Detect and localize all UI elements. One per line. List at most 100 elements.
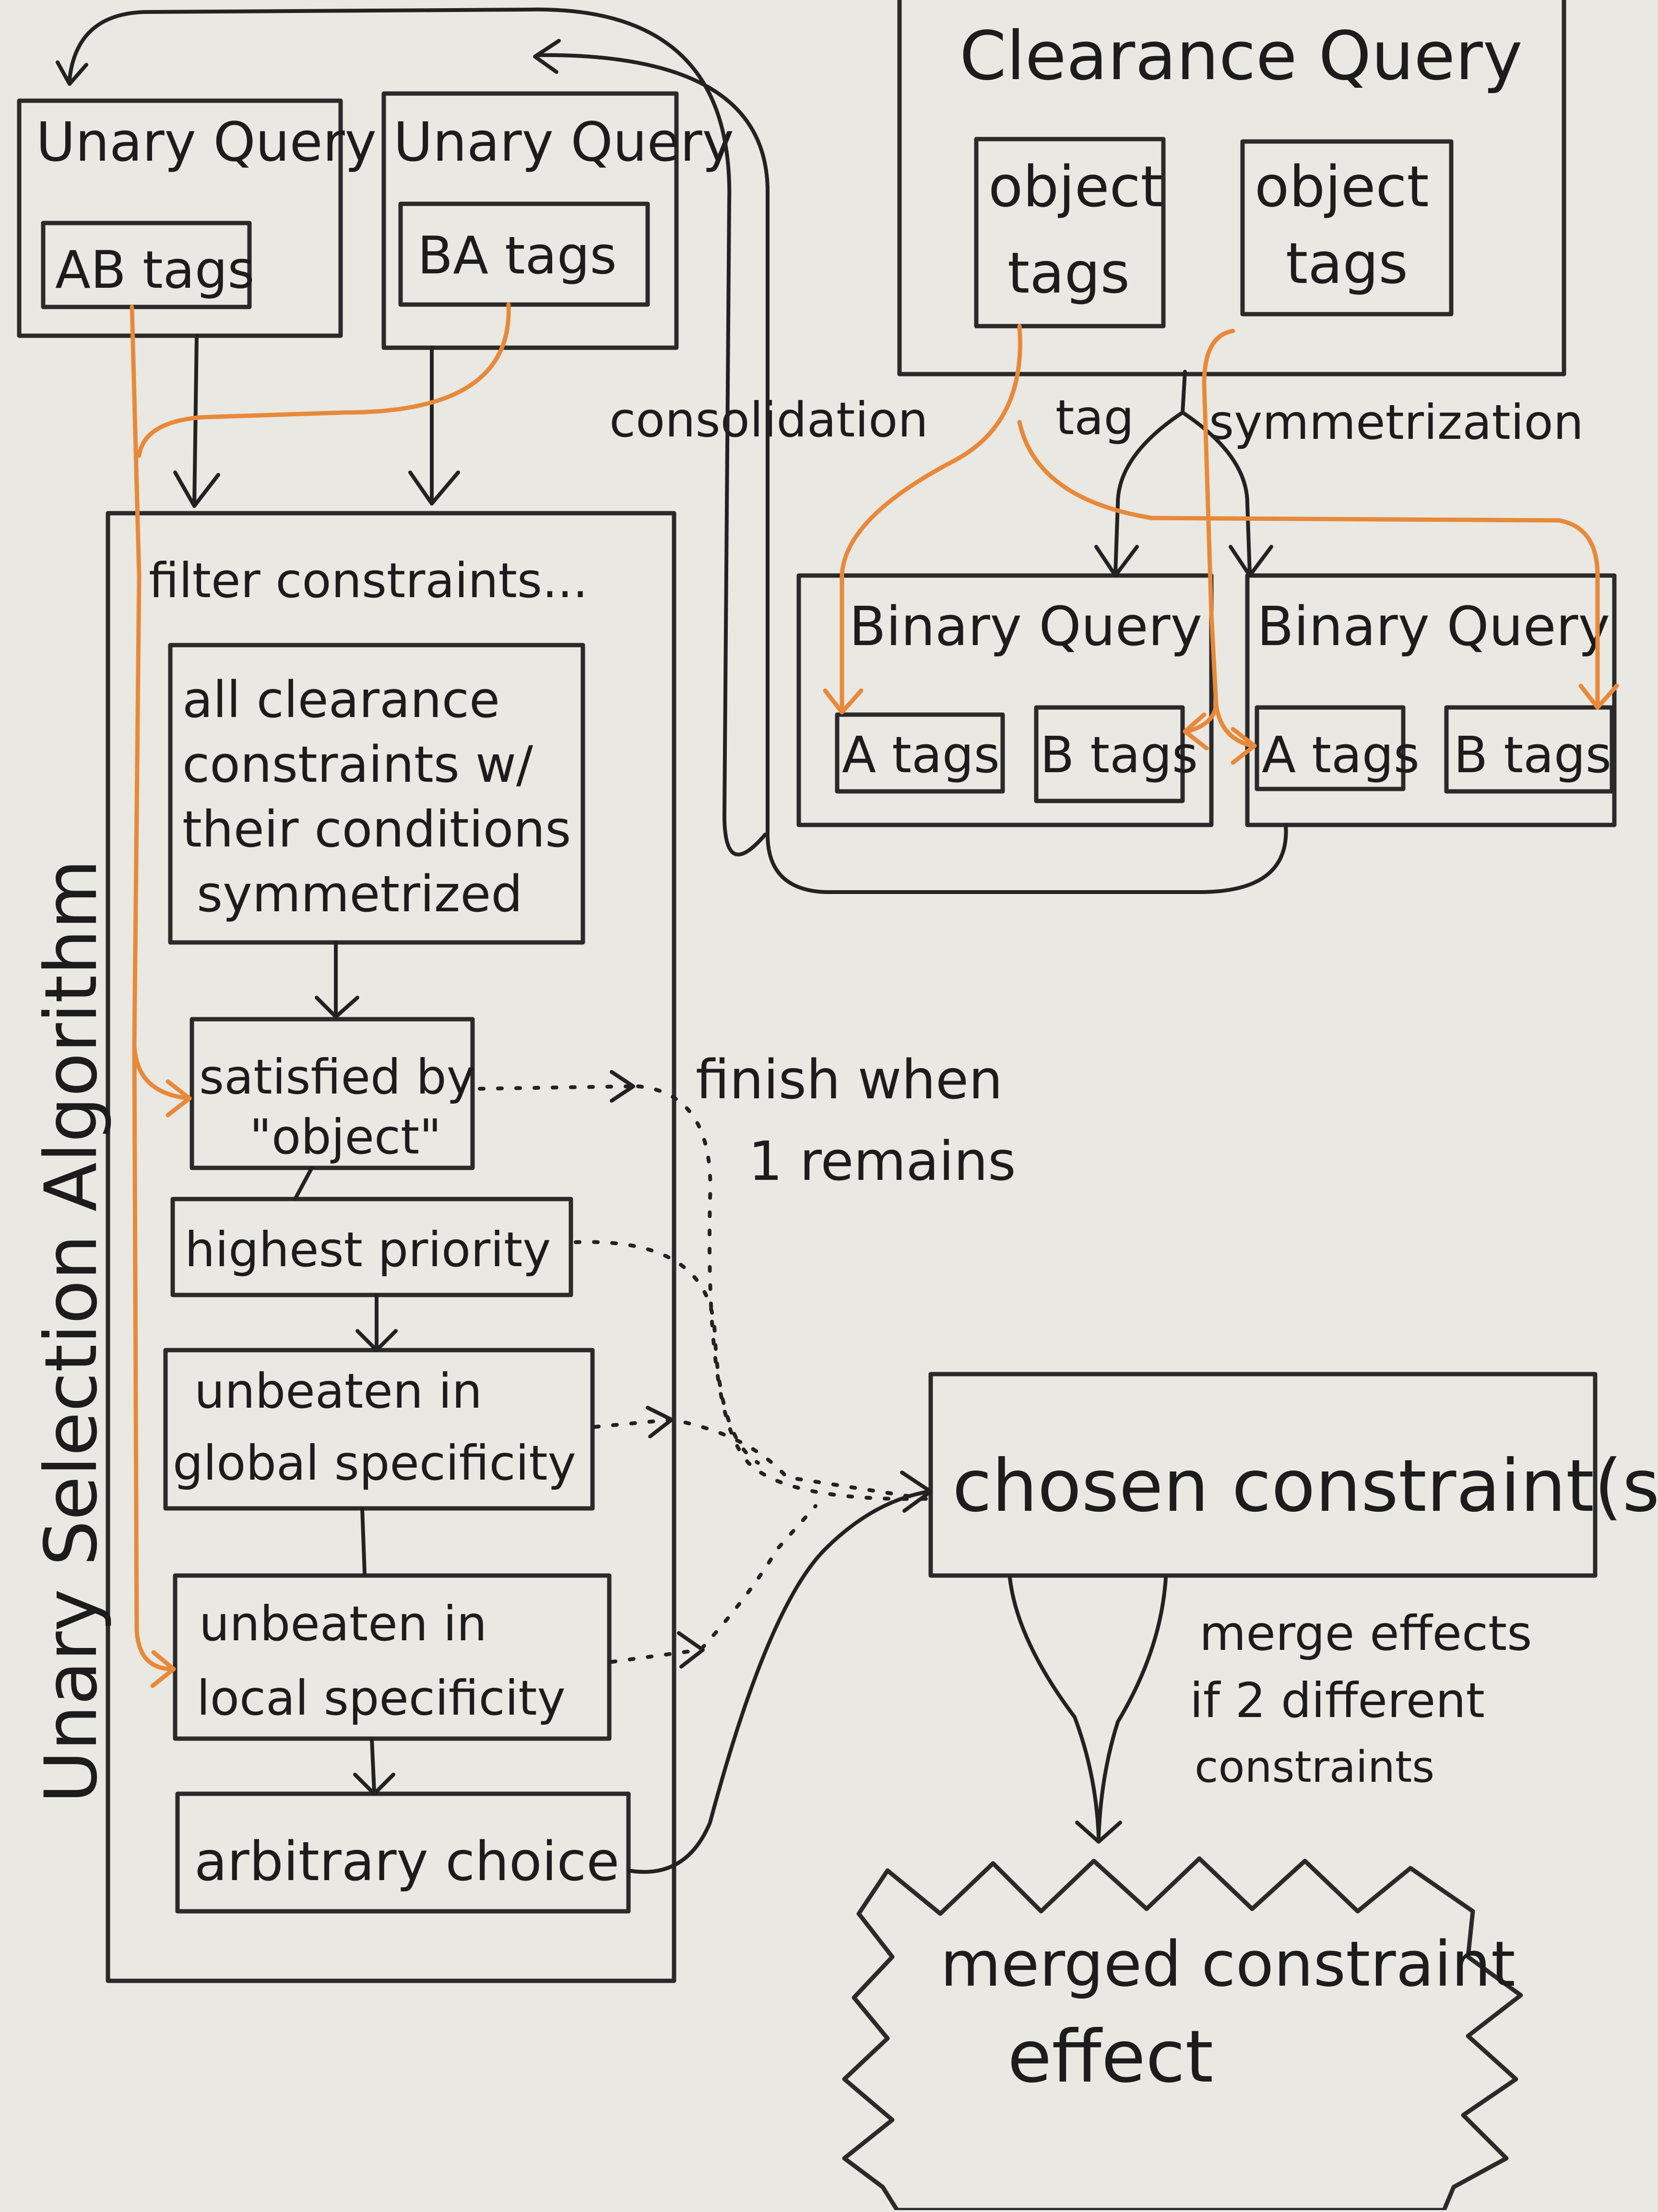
- ab-tags-box: [41, 221, 252, 309]
- unary-query-left: Unary Query AB tags: [17, 98, 377, 338]
- algorithm-title: Unary Selection Algorithm: [30, 859, 113, 1803]
- binary-query-right-title: Binary Query: [1257, 596, 1610, 658]
- orange-satisfied-head: [166, 1079, 192, 1118]
- step-all-constraints-box: [168, 643, 585, 945]
- orange-object-left-to-b-head: [1578, 683, 1619, 710]
- object-tags-left-box: [974, 137, 1166, 329]
- unary-query-right-box: [381, 91, 679, 350]
- binary-query-left-box: [796, 573, 1214, 827]
- orange-local-head: [150, 1650, 176, 1688]
- ba-tags-label: BA tags: [417, 226, 617, 286]
- step-all-constraints-line4: symmetrized: [197, 865, 522, 923]
- dotted-local-to-chosen: [610, 1504, 817, 1664]
- binary-query-left-title: Binary Query: [849, 596, 1202, 658]
- step-satisfied-box: [189, 1017, 475, 1170]
- filter-constraints-label: filter constraints...: [149, 553, 588, 609]
- step-priority-label: highest priority: [185, 1222, 551, 1278]
- clearance-query-box: [897, 0, 1566, 377]
- algorithm-container: filter constraints... Unary Selection Al…: [30, 511, 676, 1983]
- step-satisfied-line2: "object": [249, 1109, 441, 1165]
- loop-to-unary-left: [68, 7, 767, 857]
- dotted-satisfied-head: [610, 1070, 635, 1103]
- arrow-local-to-arbitrary: [370, 1737, 376, 1793]
- binary-query-right: Binary Query A tags B tags: [1245, 573, 1617, 827]
- object-tags-right-box: [1240, 139, 1454, 317]
- binary-left-b-tags-box: [1034, 705, 1185, 803]
- binary-right-a-tags-label: A tags: [1262, 726, 1420, 784]
- loop-to-unary-right-arrowhead: [533, 39, 561, 74]
- object-tags-left-line1: object: [988, 153, 1163, 220]
- object-tags-right-line1: object: [1255, 153, 1429, 220]
- step-all-constraints-line1: all clearance: [182, 671, 500, 729]
- orange-ba-tags-path: [137, 302, 511, 458]
- step-global-line2: global specificity: [173, 1435, 576, 1491]
- arrow-priority-to-global-head: [355, 1329, 398, 1352]
- unary-right-down-arrowhead: [408, 471, 460, 506]
- unary-query-right-title: Unary Query: [393, 111, 734, 174]
- arrow-chosen-to-merged-head: [1075, 1821, 1122, 1844]
- step-satisfied-line1: satisfied by: [199, 1049, 475, 1105]
- ba-tags-box: [398, 201, 650, 307]
- step-local-line1: unbeaten in: [199, 1596, 487, 1652]
- clearance-split-right-arrowhead: [1229, 545, 1273, 577]
- step-arbitrary-label: arbitrary choice: [194, 1831, 619, 1893]
- arrow-satisfied-to-priority: [293, 1166, 314, 1201]
- chosen-constraints-label: chosen constraint(s): [952, 1445, 1658, 1528]
- orange-object-right-path: [1202, 329, 1255, 748]
- orange-object-left-path: [840, 324, 1022, 712]
- orange-object-left-head: [823, 688, 864, 715]
- arrow-local-to-arbitrary-head: [353, 1773, 395, 1796]
- step-all-constraints-line2: constraints w/: [182, 735, 533, 794]
- binary-left-a-tags-label: A tags: [842, 726, 1000, 784]
- step-all-constraints-line3: their conditions: [182, 800, 571, 859]
- orange-object-right-head-b: [1183, 712, 1209, 751]
- binary-right-a-tags-box: [1255, 705, 1406, 791]
- arrow-arbitrary-to-chosen-head: [900, 1471, 933, 1513]
- merged-effect-line2: effect: [1007, 2015, 1213, 2099]
- loop-to-unary-right: [535, 53, 1288, 894]
- arrow-all-to-satisfied-head: [315, 996, 359, 1019]
- binary-left-b-tags-label: B tags: [1040, 726, 1198, 784]
- step-local-box: [173, 1573, 612, 1741]
- algorithm-box: [106, 511, 676, 1983]
- binary-left-a-tags-box: [835, 712, 1005, 794]
- arrow-global-to-local: [360, 1506, 367, 1575]
- dotted-global-head: [646, 1406, 674, 1438]
- binary-query-left: Binary Query A tags B tags: [796, 573, 1214, 827]
- merged-effect-line1: merged constraint: [940, 1928, 1516, 2000]
- clearance-query: Clearance Query object tags object tags: [897, 0, 1566, 377]
- symmetrization-label: symmetrization: [1209, 394, 1584, 450]
- unary-left-down-arrowhead: [173, 471, 220, 508]
- dotted-local-head: [677, 1631, 705, 1669]
- dotted-global-to-chosen: [593, 1417, 928, 1501]
- tag-label: tag: [1055, 389, 1134, 446]
- clearance-split: [1113, 370, 1187, 575]
- object-tags-right-line2: tags: [1286, 230, 1408, 296]
- dotted-priority-to-chosen: [574, 1240, 760, 1465]
- unary-query-right: Unary Query BA tags: [381, 91, 734, 350]
- merge-effects-line2: if 2 different: [1190, 1672, 1485, 1729]
- merged-effect-burst: [842, 1856, 1523, 2212]
- clearance-split-left-arrowhead: [1094, 545, 1139, 577]
- step-global-line1: unbeaten in: [194, 1363, 482, 1419]
- clearance-split-right: [1181, 411, 1252, 575]
- object-tags-left-line2: tags: [1007, 240, 1130, 306]
- arrow-chosen-to-merged: [1008, 1576, 1168, 1839]
- unary-query-left-title: Unary Query: [36, 111, 377, 174]
- merge-effects-line1: merge effects: [1199, 1605, 1532, 1661]
- finish-when-line2: 1 remains: [748, 1130, 1016, 1193]
- merge-effects-line3: constraints: [1195, 1742, 1434, 1792]
- chosen-constraints-box: [928, 1372, 1598, 1578]
- unary-left-down: [192, 334, 199, 508]
- finish-when-line1: finish when: [696, 1049, 1003, 1111]
- step-local-line2: local specificity: [197, 1670, 566, 1726]
- orange-object-left-to-b: [1017, 420, 1600, 707]
- dotted-satisfied-to-finish: [478, 1084, 630, 1091]
- unary-query-left-box: [17, 98, 343, 338]
- ab-tags-label: AB tags: [55, 240, 255, 300]
- orange-object-right-to-b: [1185, 703, 1219, 734]
- loop-to-unary-left-arrowhead: [56, 60, 88, 86]
- step-priority-box: [170, 1197, 573, 1297]
